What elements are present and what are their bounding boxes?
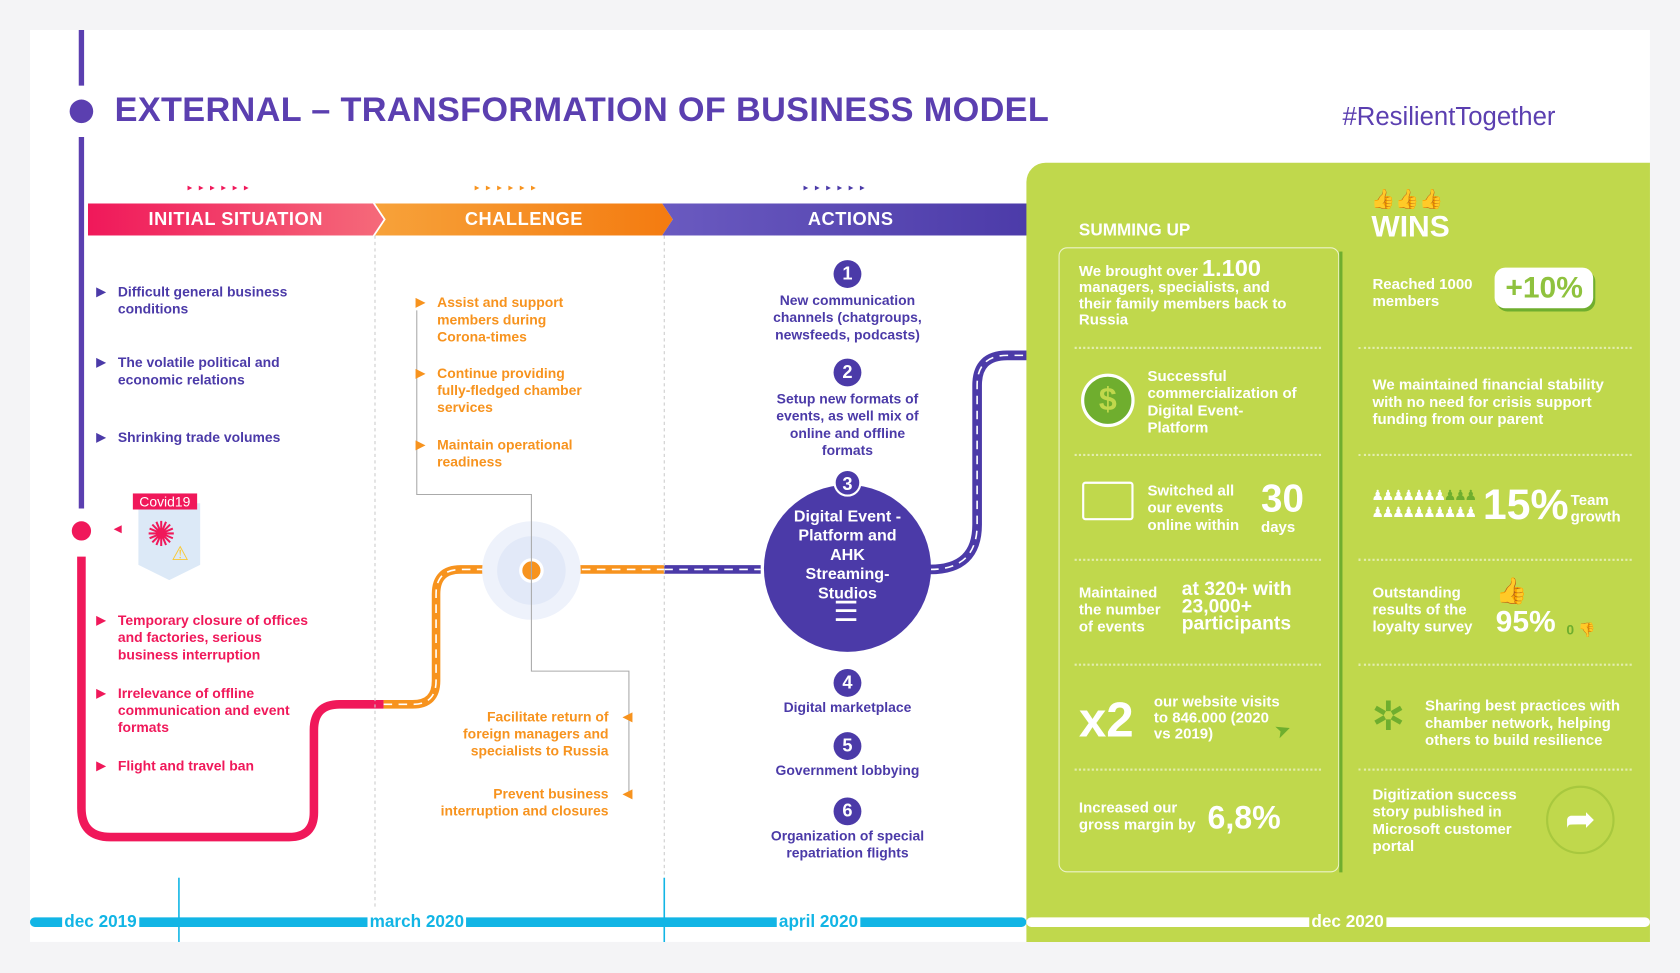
banner-actions: ACTIONS: [662, 203, 1039, 235]
win-6: Digitization success story published in …: [1372, 785, 1517, 855]
title-dot: [69, 99, 94, 124]
separator: [1358, 768, 1632, 771]
pointer-icon: ◀: [113, 523, 122, 536]
win-4-number: 95%: [1495, 604, 1556, 638]
separator: [1358, 558, 1632, 561]
summing-item-5-number: x2: [1078, 691, 1134, 748]
timeline-label: april 2020: [776, 913, 861, 933]
win-1-badge: +10%: [1494, 267, 1594, 309]
dots-decoration: ▸▸▸▸▸▸: [474, 181, 543, 193]
hashtag-logo: #ResilientTogether: [1342, 102, 1556, 132]
server-icon: ☰: [833, 595, 859, 628]
banner-challenge: CHALLENGE: [375, 203, 673, 235]
timeline-label: dec 2020: [1309, 913, 1386, 933]
initial-item: ▶Shrinking trade volumes: [96, 429, 281, 446]
separator: [1358, 346, 1632, 349]
separator: [1074, 453, 1322, 456]
page-title: EXTERNAL – TRANSFORMATION OF BUSINESS MO…: [114, 89, 1050, 129]
covid-item: ▶Flight and travel ban: [96, 757, 255, 774]
separator: [1074, 558, 1322, 561]
separator: [1074, 346, 1322, 349]
covid-item: ▶Temporary closure of offices and factor…: [96, 612, 309, 663]
separator: [1074, 663, 1322, 666]
summing-up-heading: SUMMING UP: [1078, 221, 1191, 240]
separator: [1358, 663, 1632, 666]
dollar-icon: $: [1081, 373, 1135, 428]
challenge-item: Prevent business interruption and closur…: [440, 785, 633, 819]
dots-decoration: ▸▸▸▸▸▸: [187, 181, 256, 193]
covid-dot: [71, 521, 92, 541]
covid-label: Covid19: [132, 493, 197, 510]
summing-box: [1058, 247, 1340, 873]
summing-item-4-right: at 320+ with 23,000+ participants: [1181, 578, 1292, 634]
virus-icon: ✺: [146, 514, 176, 554]
summing-item-2: Successful commercialization of Digital …: [1147, 367, 1297, 436]
covid-badge: [138, 503, 201, 581]
summing-item-4-left: Maintained the number of events: [1078, 583, 1161, 635]
banner-initial-situation: INITIAL SITUATION: [88, 203, 384, 235]
timeline-label: march 2020: [367, 913, 467, 933]
win-4-text: Outstanding results of the loyalty surve…: [1372, 583, 1473, 635]
summing-item-6-number: 6,8%: [1207, 800, 1281, 836]
dots-decoration: ▸▸▸▸▸▸: [803, 181, 872, 193]
covid-item: ▶Irrelevance of offline communication an…: [96, 685, 290, 736]
timeline-bar: [29, 917, 1027, 927]
summing-item-5-text: our website visits to 846.000 (2020 vs 2…: [1153, 692, 1280, 742]
summing-item-3-text: Switched all our events online within: [1147, 481, 1240, 534]
summing-item-6-text: Increased our gross margin by: [1078, 798, 1196, 833]
win-2: We maintained financial stability with n…: [1372, 375, 1604, 428]
digital-platform-circle: [763, 484, 932, 652]
monitor-icon: [1082, 481, 1134, 521]
win-4-negative: 0 👎: [1566, 621, 1596, 638]
initial-item: ▶The volatile political and economic rel…: [96, 354, 280, 388]
wins-heading: WINS: [1371, 209, 1450, 243]
challenge-item: ▶Maintain operational readiness: [415, 436, 573, 470]
win-5: Sharing best practices with chamber netw…: [1424, 696, 1621, 749]
separator: [1358, 453, 1632, 456]
days-label: days: [1261, 518, 1296, 536]
network-icon: ✲: [1371, 694, 1406, 740]
share-icon[interactable]: ➦: [1546, 785, 1615, 855]
win-3-text: Team growth: [1570, 491, 1621, 525]
separator: [1074, 768, 1322, 771]
divider: [1339, 251, 1343, 873]
challenge-item: Facilitate return of foreign managers an…: [463, 708, 633, 759]
thumbs-up-icons: 👍👍👍: [1371, 188, 1444, 210]
summing-item-3-number: 30: [1261, 476, 1304, 521]
purple-road: [929, 350, 1031, 575]
timeline-label: dec 2019: [62, 913, 139, 933]
thumb-up-icon: 👍: [1495, 576, 1528, 606]
pink-road: [77, 556, 384, 842]
challenge-item: ▶Assist and support members during Coron…: [415, 294, 564, 345]
win-1-text: Reached 1000 members: [1372, 275, 1473, 310]
win-3-number: 15%: [1482, 481, 1569, 529]
challenge-item: ▶Continue providing fully-fledged chambe…: [415, 365, 582, 416]
thumb-down-icon: 👎: [1578, 621, 1596, 638]
warning-icon: ⚠: [171, 542, 189, 565]
initial-item: ▶Difficult general business conditions: [96, 283, 288, 317]
people-icons: ♟♟♟♟♟♟♟♟♟♟♟♟♟♟♟♟♟♟♟♟: [1371, 487, 1477, 521]
